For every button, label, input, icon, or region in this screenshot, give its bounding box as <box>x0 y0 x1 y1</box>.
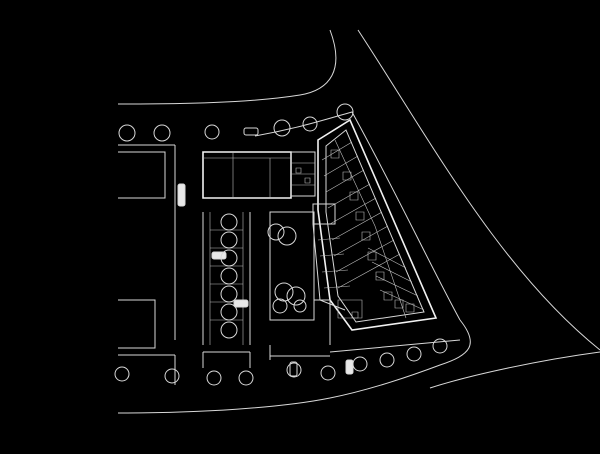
residential-block <box>313 120 436 330</box>
courtyard <box>203 212 460 368</box>
parcel-top-left <box>118 145 175 340</box>
road-lines <box>118 30 600 413</box>
hall-building <box>203 152 315 198</box>
parking-area <box>178 128 353 376</box>
trees <box>115 104 447 385</box>
